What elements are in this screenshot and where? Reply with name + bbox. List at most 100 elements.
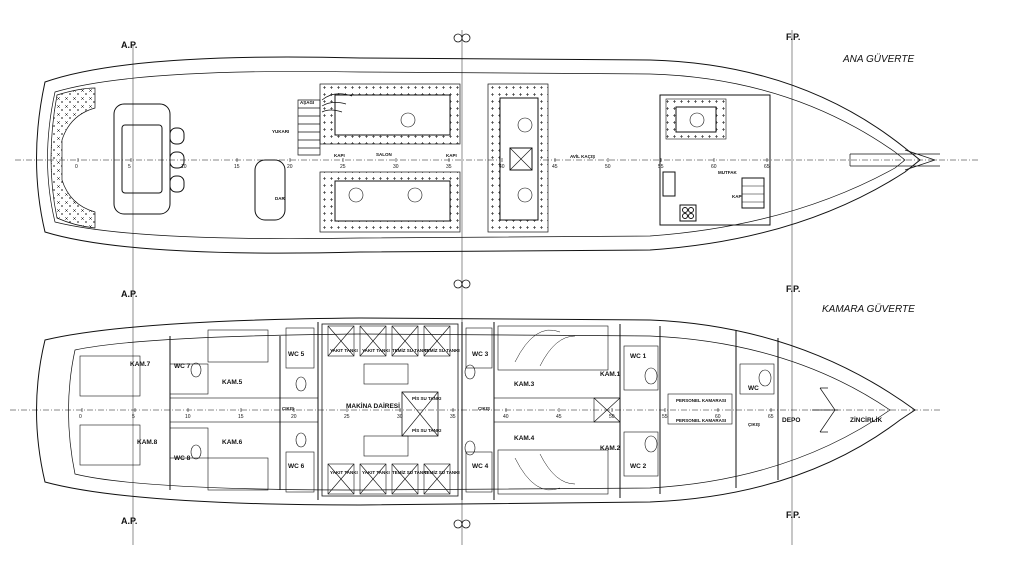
engine-room [321,323,459,497]
frame-tick-label: 35 [446,164,452,170]
frame-tick-label: 10 [181,164,187,170]
engine-2 [363,435,409,457]
star-3 [407,187,423,203]
label-kam8: KAM.8 [137,439,158,446]
frame-tick-label: 40 [503,414,509,420]
frame-tick-label: 0 [79,414,82,420]
label-wc2: WC 2 [630,463,647,470]
fp-label-mid: F.P. [786,284,800,294]
label-tank-yakit-4: YAKIT TANKI [362,470,390,475]
label-wc6: WC 6 [288,463,305,470]
ap-label-top: A.P. [121,40,137,50]
label-kitchen-box: AVİL KAÇIŞ [570,153,595,159]
midship-marker-bot [453,519,471,529]
frame-tick-label: 60 [711,164,717,170]
engine-block [401,391,439,437]
frame-tick-label: 60 [715,414,721,420]
cabin-hull-inner [68,333,891,491]
stairs-aft [297,99,321,156]
cabin-hull-outline [36,317,916,506]
main-deck-title: ANA GÜVERTE [842,53,914,65]
frame-tick-label: 15 [234,164,240,170]
helm-station [254,159,286,221]
label-kam5: KAM.5 [222,379,243,386]
frame-tick-label: 30 [393,164,399,170]
label-makina: MAKİNA DAİRESİ [346,402,400,410]
label-kam3: KAM.3 [514,381,535,388]
fp-label-top: F.P. [786,32,800,42]
label-cikis-1: ÇIKIŞ [282,406,294,411]
frame-tick-label: 5 [128,164,131,170]
label-pis-su-2: PİS SU TANKI [412,427,441,433]
main-deck-labels: AŞAĞI YUKARI DAR SALON MUTFAK AVİL KAÇIŞ… [272,98,743,201]
label-kam7: KAM.7 [130,361,151,368]
frame-tick-label: 30 [397,414,403,420]
stairs-curve [321,93,353,113]
frame-tick-label: 0 [75,164,78,170]
label-door-3: KAPI [732,194,743,199]
bed-kam3 [497,325,609,371]
frame-tick-label: 65 [768,414,774,420]
frame-tick-label: 25 [340,164,346,170]
galley-stair [741,177,765,209]
label-wc7: WC 7 [174,363,191,370]
label-mutfak: MUTFAK [718,170,737,175]
main-hull-outline [36,56,921,254]
label-tank-yakit-3: YAKIT TANKI [330,470,358,475]
label-kam6: KAM.6 [222,439,243,446]
chain-locker [812,387,838,433]
star-1 [400,112,416,128]
bed-kam6 [207,457,269,491]
label-cikis-3: ÇIKIŞ [748,422,760,427]
bow-anchor [849,149,940,171]
label-cikis-2: ÇIKIŞ [478,406,490,411]
hatch-box [509,147,533,171]
bench-1-inner [334,94,451,136]
cabin-deck-labels: KAM.7 KAM.8 WC 7 WC 8 KAM.5 KAM.6 WC 5 W… [130,347,882,475]
bed-kam5 [207,329,269,363]
bed-kam7 [79,355,141,397]
midship-marker-top [453,33,471,43]
frame-tick-label: 45 [552,164,558,170]
label-wc1: WC 1 [630,353,647,360]
frame-tick-label: 20 [287,164,293,170]
frame-tick-label: 45 [556,414,562,420]
label-door-1: KAPI [334,153,345,158]
label-tank-yakit-2: YAKIT TANKI [362,348,390,353]
label-salon: SALON [376,152,392,157]
label-wc4: WC 4 [472,463,489,470]
label-pis-su-1: PİS SU TANKI [412,395,441,401]
engine-1 [363,363,409,385]
frame-tick-label: 25 [344,414,350,420]
midship-marker-mid [453,279,471,289]
label-tank-temiz-4: TEMİZ SU TANKI [424,469,460,475]
label-personel-1: PERSONEL KAMARASI [676,398,726,403]
frame-tick-label: 55 [662,414,668,420]
label-zincirlik: ZİNCİRLİK [850,416,882,424]
main-bulwark-inner [47,71,906,240]
label-asagi: AŞAĞI [300,98,314,105]
label-wc8: WC 8 [174,455,191,462]
label-dar: DAR [275,196,285,201]
bed-kam4 [497,449,609,495]
corridor-aft [169,397,319,423]
bed-kam8 [79,424,141,466]
frame-tick-label: 20 [291,414,297,420]
star-5 [517,187,533,203]
star-4 [517,117,533,133]
label-tank-temiz-2: TEMİZ SU TANKI [424,347,460,353]
bench-2-inner [334,180,451,222]
galley [659,94,771,226]
frame-tick-label: 55 [658,164,664,170]
stove [679,204,697,222]
frame-tick-label: 40 [499,164,505,170]
label-personel-2: PERSONEL KAMARASI [676,418,726,423]
frame-tick-label: 5 [132,414,135,420]
label-wc5: WC 5 [288,351,305,358]
frame-tick-label: 10 [185,414,191,420]
frame-tick-label: 15 [238,414,244,420]
sink [662,171,676,197]
label-depo: DEPO [782,417,800,424]
